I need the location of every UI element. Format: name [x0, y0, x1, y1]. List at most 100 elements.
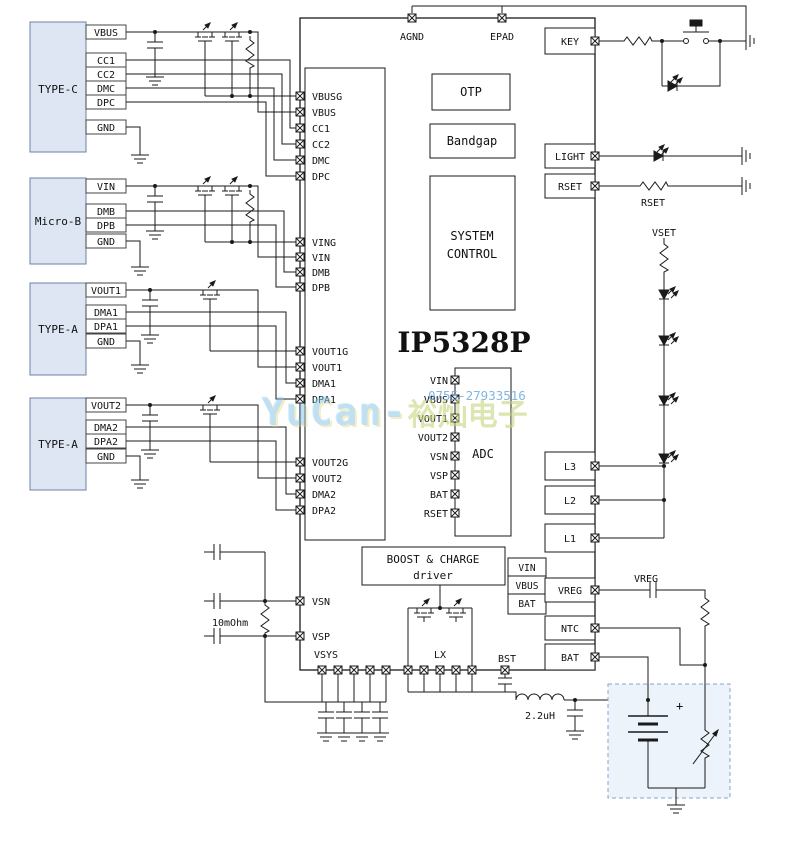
capacitor-icon: [146, 31, 164, 59]
lx-bst-inductor: 2.2uH: [407, 674, 648, 740]
microb-pin-dpb: DPB: [97, 221, 115, 232]
right-pin-cells: KEY LIGHT RSET L3 L2 L1 VREG NTC BAT: [544, 27, 600, 671]
pin-icon: [451, 665, 461, 675]
internal-power-fets: [407, 585, 473, 666]
ground-icon: [130, 359, 150, 374]
otp-label: OTP: [460, 85, 482, 99]
pin-icon: [590, 151, 600, 161]
pin-lx: LX: [434, 650, 446, 661]
microb-pin-dmb: DMB: [97, 207, 115, 218]
typec-pin-dpc: DPC: [97, 98, 115, 109]
pin-bst: BST: [498, 654, 516, 665]
pin-icon: [295, 282, 305, 292]
inductor-label: 2.2uH: [525, 711, 555, 722]
pin-icon: [419, 665, 429, 675]
ground-icon: [666, 799, 686, 814]
mosfet-icon: [199, 280, 221, 305]
pin-key: KEY: [561, 37, 579, 48]
resistor-icon: [659, 239, 669, 275]
pin-icon: [295, 362, 305, 372]
adc-in-vsp: VSP: [430, 471, 448, 482]
pin-vsn: VSN: [312, 597, 330, 608]
top-rail: [411, 5, 747, 41]
resistor-icon: [619, 36, 655, 46]
pin-rset: RSET: [558, 182, 582, 193]
boost-charge-block: BOOST & CHARGE driver: [361, 546, 506, 586]
mosfet-icon: [199, 395, 221, 420]
led-icon: [658, 329, 679, 355]
typea2-name: TYPE-A: [38, 438, 78, 451]
led-icon: [658, 389, 679, 415]
pin-dmc: DMC: [312, 156, 330, 167]
pin-agnd: AGND: [400, 32, 424, 43]
adc-in-vout2: VOUT2: [418, 433, 448, 444]
capacitor-icon: [335, 701, 353, 729]
capacitor-icon: [353, 701, 371, 729]
vreg-ntc-circuit: VREG: [599, 574, 710, 667]
light-circuit: [599, 144, 751, 166]
bandgap-label: Bandgap: [447, 134, 498, 148]
control-label: CONTROL: [447, 247, 498, 261]
typea2-pin-vout2: VOUT2: [91, 401, 121, 412]
pin-icon: [295, 252, 305, 262]
capacitor-icon: [203, 592, 231, 610]
pin-icon: [450, 394, 460, 404]
bottom-pins: VSN VSP VSYS LX BST: [295, 596, 516, 675]
led-icon: [658, 283, 679, 309]
ground-icon: [370, 727, 390, 742]
pin-l2: L2: [564, 496, 576, 507]
pin-icon: [295, 123, 305, 133]
ground-icon: [316, 727, 336, 742]
pin-l1: L1: [564, 534, 576, 545]
pin-icon: [403, 665, 413, 675]
ground-icon: [745, 31, 755, 51]
system-control-block: SYSTEM CONTROL: [429, 175, 516, 311]
pin-icon: [450, 489, 460, 499]
pin-ntc: NTC: [561, 624, 579, 635]
pin-vbusg: VBUSG: [312, 92, 342, 103]
typec-wiring: [126, 22, 296, 177]
pin-icon: [295, 107, 305, 117]
battery-icon: [628, 715, 668, 742]
capacitor-icon: [203, 543, 231, 561]
pin-icon: [450, 375, 460, 385]
ground-icon: [334, 727, 354, 742]
pin-vsys: VSYS: [314, 650, 338, 661]
pin-icon: [497, 13, 507, 23]
typea1-pin-dma1: DMA1: [94, 308, 118, 319]
ground-icon: [145, 225, 165, 240]
pin-icon: [333, 665, 343, 675]
battery-plus-label: +: [676, 699, 683, 713]
typea1-wiring: [126, 280, 296, 400]
pin-icon: [590, 36, 600, 46]
pin-icon: [295, 631, 305, 641]
ground-icon: [140, 329, 160, 344]
pin-vsp: VSP: [312, 632, 330, 643]
pin-icon: [590, 461, 600, 471]
pin-icon: [295, 155, 305, 165]
capacitor-icon: [317, 701, 335, 729]
adc-in-vout1: VOUT1: [418, 414, 448, 425]
pin-light: LIGHT: [555, 152, 585, 163]
typea1-pin-vout1: VOUT1: [91, 286, 121, 297]
pin-vin: VIN: [312, 253, 330, 264]
microb-name: Micro-B: [35, 215, 82, 228]
pin-icon: [435, 665, 445, 675]
current-sense-circuit: 10mOhm: [203, 543, 322, 703]
typea1-connector: TYPE-A VOUT1 DMA1 DPA1 GND: [29, 282, 127, 376]
pin-vout2: VOUT2: [312, 474, 342, 485]
ground-icon: [130, 149, 150, 164]
pin-icon: [450, 451, 460, 461]
key-circuit: [599, 19, 755, 92]
pin-icon: [295, 596, 305, 606]
pin-vout1g: VOUT1G: [312, 347, 348, 358]
adc-in-vbus: VBUS: [424, 395, 448, 406]
typec-name: TYPE-C: [38, 83, 78, 96]
pin-epad: EPAD: [490, 32, 514, 43]
typea2-pin-gnd: GND: [97, 452, 115, 463]
ground-icon: [565, 725, 585, 740]
led-icon: [658, 447, 679, 473]
pin-icon: [450, 508, 460, 518]
typea1-pin-dpa1: DPA1: [94, 322, 118, 333]
